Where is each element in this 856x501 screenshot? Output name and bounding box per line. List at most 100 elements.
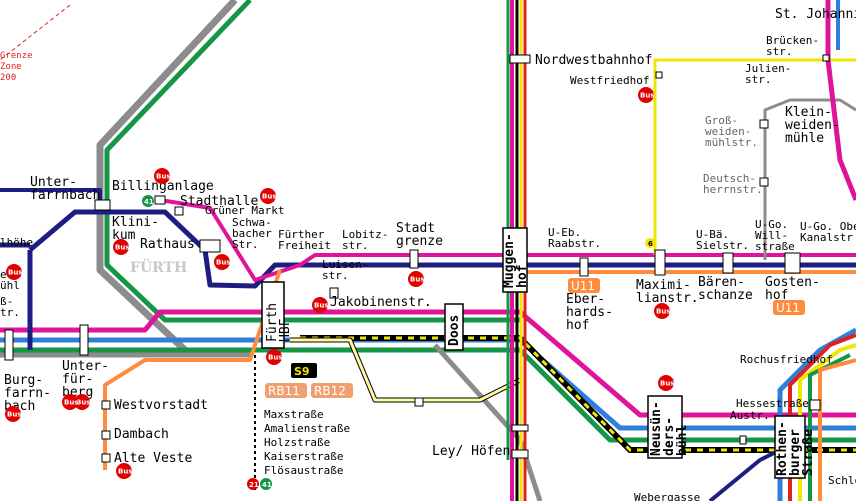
- label-eberhardshof: Eber-hards-hof: [566, 292, 613, 333]
- station-markers: [4, 54, 830, 463]
- svg-text:RB11: RB11: [268, 384, 300, 398]
- label-raabstr: U-Eb.Raabstr.: [548, 226, 601, 250]
- line-tag-bus-41: 41: [142, 195, 154, 207]
- station-neusuendersbuehl: Neusün-ders-bühl: [647, 395, 690, 459]
- label-billinganlage: Billinganlage: [112, 179, 214, 194]
- station-muggenhof: Muggen-hof: [502, 227, 530, 293]
- label-gostenhof: Gosten-hof: [765, 275, 820, 303]
- bus-stop-icon: Bus: [260, 188, 277, 204]
- line-tag-bus-41b: 41: [260, 478, 272, 490]
- city-label-fuerth: FÜRTH: [130, 257, 187, 276]
- bus-stop-icon: Bus: [6, 264, 23, 280]
- svg-text:Rothen-burgerStraße: Rothen-burgerStraße: [775, 421, 816, 476]
- svg-text:U11: U11: [571, 279, 595, 293]
- label-baerenschanze: Bären-schanze: [698, 275, 753, 303]
- bus-stop-icon: Bus: [113, 239, 130, 255]
- label-grossweidenmuehlstr: Groß-weiden-mühlstr.: [705, 114, 758, 149]
- svg-text:Bus: Bus: [8, 269, 23, 277]
- label-westvorstadt: Westvorstadt: [114, 398, 208, 413]
- label-austr: Austr.: [730, 409, 770, 422]
- label-schlo: Schlo: [828, 474, 856, 487]
- label-unterfarrnbach: Unter-farrnbach: [30, 175, 100, 203]
- line-tag-s9: S9: [291, 363, 317, 378]
- label-partial-b: ß-tr.: [0, 295, 20, 319]
- svg-text:Bus: Bus: [118, 468, 133, 476]
- svg-text:Muggen-hof: Muggen-hof: [502, 233, 530, 288]
- line-tag-u11-a: U11: [568, 278, 600, 293]
- label-nordwestbahnhof: Nordwestbahnhof: [535, 53, 652, 68]
- label-holzstrasse: Holzstraße: [264, 436, 330, 449]
- station-rothenburger-strasse: Rothen-burgerStraße: [774, 415, 816, 479]
- label-dambach: Dambach: [114, 427, 169, 442]
- bus-stop-icon: Bus: [266, 349, 283, 365]
- bus-stop-icon: Bus: [638, 87, 655, 103]
- bus-stop-icon: Bus: [408, 271, 425, 287]
- svg-text:Bus: Bus: [660, 380, 675, 388]
- svg-text:Bus: Bus: [410, 276, 425, 284]
- svg-text:Doos: Doos: [447, 315, 462, 346]
- svg-text:Bus: Bus: [262, 193, 277, 201]
- svg-text:Bus: Bus: [314, 302, 329, 310]
- line-tag-bus-6: 6: [645, 238, 655, 248]
- label-maxstrasse: Maxstraße: [264, 408, 324, 421]
- label-kleinweidenmuehle: Klein-weiden-mühle: [785, 105, 840, 146]
- bus-stop-icon: Bus: [312, 297, 329, 313]
- bus-stop-icon: Bus: [154, 168, 171, 184]
- label-gruener-markt: Grüner Markt: [205, 204, 284, 217]
- svg-text:RB12: RB12: [314, 384, 346, 398]
- svg-text:Neusün-ders-bühl: Neusün-ders-bühl: [649, 401, 690, 456]
- label-amalienstrasse: Amalienstraße: [264, 422, 350, 435]
- line-tag-bus-21: 21: [247, 478, 259, 490]
- svg-text:U11: U11: [776, 301, 800, 315]
- label-klinikum: Klini-kum: [112, 215, 159, 243]
- svg-text:Bus: Bus: [156, 173, 171, 181]
- bus-stop-icons: BusBusBusBusBusBusBusBusBusBusBusBusBusB…: [5, 87, 675, 479]
- bus-stop-icon: Bus: [214, 254, 231, 270]
- svg-text:Bus: Bus: [64, 399, 79, 407]
- label-ley-hoefen: Ley/ Höfen: [432, 444, 510, 459]
- bus-stop-icon: Bus: [74, 394, 91, 410]
- label-rathaus: Rathaus: [140, 237, 195, 252]
- svg-text:Bus: Bus: [216, 259, 231, 267]
- svg-text:Bus: Bus: [656, 308, 671, 316]
- line-tag-rb11: RB11: [265, 383, 307, 398]
- svg-text:Bus: Bus: [640, 92, 655, 100]
- line-tag-rb12: RB12: [311, 383, 353, 398]
- bus-stop-icon: Bus: [654, 303, 671, 319]
- station-fuerth-hbf: FürthHBF: [261, 281, 293, 349]
- svg-text:Bus: Bus: [115, 244, 130, 252]
- bus-stop-icon: Bus: [62, 394, 79, 410]
- label-luisenstr: Luisen-str.: [322, 258, 368, 282]
- label-floesaustrasse: Flösaustraße: [264, 464, 343, 477]
- label-rochusfriedhof: Rochusfriedhof: [740, 353, 833, 366]
- svg-text:FürthHBF: FürthHBF: [265, 303, 293, 342]
- label-brueckenstr: Brücken-str.: [766, 34, 819, 58]
- label-kaiserstrasse: Kaiserstraße: [264, 450, 343, 463]
- label-lobitzstr: Lobitz-str.: [342, 228, 388, 252]
- svg-text:Bus: Bus: [7, 411, 22, 419]
- label-unterfuerberg: Unter-für-berg: [62, 359, 109, 400]
- bus-stop-icon: Bus: [5, 406, 22, 422]
- label-willstrasse: U-Go.Will-straße: [755, 218, 795, 253]
- svg-text:41: 41: [262, 481, 272, 489]
- label-webergasse: Webergasse: [634, 491, 700, 501]
- label-sielstr: U-Bä.Sielstr.: [696, 228, 749, 252]
- svg-text:41: 41: [144, 198, 154, 206]
- bus-stop-icon: Bus: [116, 463, 133, 479]
- bus-stop-icon: Bus: [658, 375, 675, 391]
- label-deutschherrnstr: Deutsch-herrnstr.: [703, 172, 763, 196]
- svg-text:S9: S9: [294, 365, 310, 378]
- label-westfriedhof: Westfriedhof: [570, 74, 649, 87]
- svg-text:21: 21: [249, 481, 259, 489]
- svg-text:6: 6: [648, 240, 653, 248]
- line-tags: U11 U11 S9 RB11 RB12 41 21 41: [142, 195, 805, 490]
- label-stadthalle: Stadthalle: [180, 194, 258, 209]
- label-hessestrasse: Hessestraße: [736, 397, 809, 410]
